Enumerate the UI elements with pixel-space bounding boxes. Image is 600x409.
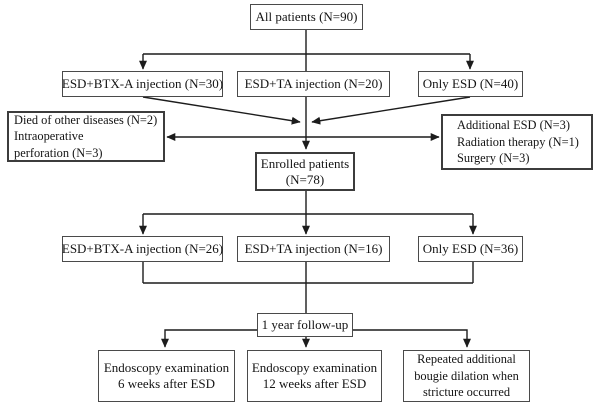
endoscopy-12w-line2: 12 weeks after ESD — [262, 376, 367, 391]
node-esd-btx-n30: ESD+BTX-A injection (N=30) — [62, 71, 223, 97]
bougie-line2: bougie dilation when — [414, 368, 519, 383]
node-bougie-dilation: Repeated additional bougie dilation when… — [403, 350, 530, 402]
node-only-esd-n36-label: Only ESD (N=36) — [422, 241, 519, 256]
arrow-diag-left — [142, 96, 301, 125]
excluded-right-line2: Radiation therapy (N=1) — [457, 134, 579, 149]
node-all-patients: All patients (N=90) — [250, 4, 363, 30]
excluded-right-line3: Surgery (N=3) — [457, 151, 530, 166]
node-only-esd-n36: Only ESD (N=36) — [418, 236, 523, 262]
node-only-esd-n40: Only ESD (N=40) — [418, 71, 523, 97]
node-endoscopy-6w: Endoscopy examination 6 weeks after ESD — [98, 350, 235, 402]
excluded-right-line1: Additional ESD (N=3) — [457, 118, 570, 133]
node-follow-up: 1 year follow-up — [257, 313, 353, 337]
node-endoscopy-12w: Endoscopy examination 12 weeks after ESD — [247, 350, 382, 402]
node-esd-btx-n26: ESD+BTX-A injection (N=26) — [62, 236, 223, 262]
node-excluded-right: Additional ESD (N=3) Radiation therapy (… — [441, 114, 593, 170]
node-all-patients-label: All patients (N=90) — [255, 9, 358, 24]
bougie-line3: stricture occurred — [422, 385, 511, 400]
endoscopy-6w-line2: 6 weeks after ESD — [117, 376, 216, 391]
endoscopy-6w-line1: Endoscopy examination — [103, 360, 230, 375]
node-esd-btx-n30-label: ESD+BTX-A injection (N=30) — [61, 76, 224, 91]
excluded-left-line3: perforation (N=3) — [14, 145, 103, 160]
node-esd-ta-n16: ESD+TA injection (N=16) — [237, 236, 390, 262]
node-excluded-left: Died of other diseases (N=2) Intraoperat… — [7, 111, 165, 162]
node-enrolled-line2: (N=78) — [285, 171, 325, 187]
node-follow-up-label: 1 year follow-up — [261, 317, 349, 332]
node-esd-ta-n16-label: ESD+TA injection (N=16) — [244, 241, 383, 256]
node-esd-ta-n20-label: ESD+TA injection (N=20) — [244, 76, 383, 91]
node-only-esd-n40-label: Only ESD (N=40) — [422, 76, 519, 91]
arrow-to-endoscopy6w — [161, 329, 257, 348]
node-enrolled: Enrolled patients (N=78) — [255, 152, 355, 191]
excluded-left-line2: Intraoperative — [14, 129, 84, 144]
bougie-line1: Repeated additional — [417, 352, 516, 367]
arrow-to-bougie — [353, 329, 471, 348]
node-esd-btx-n26-label: ESD+BTX-A injection (N=26) — [61, 241, 224, 256]
excluded-left-line1: Died of other diseases (N=2) — [14, 112, 158, 127]
node-enrolled-line1: Enrolled patients — [260, 155, 350, 171]
endoscopy-12w-line1: Endoscopy examination — [251, 360, 378, 375]
node-esd-ta-n20: ESD+TA injection (N=20) — [237, 71, 390, 97]
